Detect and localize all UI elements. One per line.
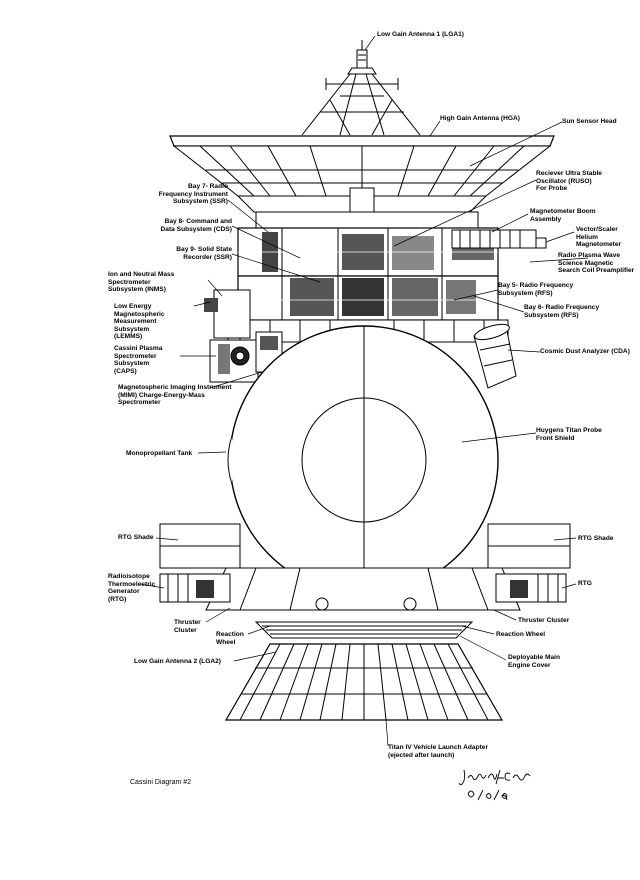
label-inms: Ion and Neutral Mass Spectrometer Subsys… <box>108 271 175 294</box>
label-lga1: Low Gain Antenna 1 (LGA1) <box>377 31 464 38</box>
label-launch-adapter: Titan IV Vehicle Launch Adapter (ejected… <box>388 744 489 759</box>
label-rtg-shade-left: RTG Shade <box>118 534 154 541</box>
label-rtg-shade-right: RTG Shade <box>578 535 614 542</box>
label-sun-sensor: Sun Sensor Head <box>562 118 617 125</box>
label-hga: High Gain Antenna (HGA) <box>440 115 520 122</box>
lower-equipment-module <box>205 567 521 611</box>
left-instrument-pallet <box>204 289 283 383</box>
label-rpws: Radio Plasma Wave Science Magnetic Searc… <box>558 252 635 275</box>
label-bay6: Bay 6- Radio Frequency Subsystem (RFS) <box>524 304 600 319</box>
label-bay7: Bay 7- Radio Frequency Instrument Subsys… <box>158 183 228 206</box>
label-thruster-left: Thruster Cluster <box>174 619 201 634</box>
label-engine-cover: Deployable Main Engine Cover <box>508 654 561 669</box>
huygens-probe <box>227 325 499 595</box>
diagram-caption: Cassini Diagram #2 <box>130 779 192 786</box>
rtg-left <box>159 573 231 603</box>
label-monopropellant-tank: Monopropellant Tank <box>126 450 193 457</box>
magnetometer-boom <box>451 229 547 249</box>
label-cda: Cosmic Dust Analyzer (CDA) <box>540 348 630 355</box>
label-bay5: Bay 5- Radio Frequency Subsystem (RFS) <box>498 282 574 297</box>
label-huygens: Huygens Titan Probe Front Shield <box>536 427 602 442</box>
label-ruso: Reciever Ultra Stable Oscillator (RUSO) … <box>536 170 602 193</box>
label-lga2: Low Gain Antenna 2 (LGA2) <box>134 658 221 665</box>
label-thruster-right: Thruster Cluster <box>518 617 570 624</box>
hga-tripod <box>301 73 421 136</box>
label-rtg-long: Radioisotope Thermoelectric Generator (R… <box>108 573 156 603</box>
engine-cover-disk <box>254 621 474 639</box>
label-bay9: Bay 9- Solid State Recorder (SSR) <box>176 246 232 261</box>
cosmic-dust-analyzer <box>473 323 517 389</box>
label-reaction-wheel-left: Reaction Wheel <box>216 631 244 646</box>
label-vsh-magnetometer: Vector/Scaler Helium Magnetometer <box>576 226 622 249</box>
label-mag-boom: Magnetometer Boom Assembly <box>530 208 596 223</box>
rtg-shades <box>159 523 571 569</box>
rtg-right <box>495 573 567 603</box>
leader-lines <box>139 35 589 747</box>
label-rtg-right: RTG <box>578 580 592 587</box>
high-gain-antenna-dish <box>169 135 555 223</box>
handwritten-signature <box>458 769 531 801</box>
label-reaction-wheel-right: Reaction Wheel <box>496 631 546 638</box>
label-bay8: Bay 8- Command and Data Subsystem (CDS) <box>160 218 232 233</box>
launch-adapter <box>224 643 504 721</box>
label-caps: Cassini Plasma Spectrometer Subsystem (C… <box>114 345 163 375</box>
lga1-antenna <box>347 40 377 75</box>
label-lemms: Low Energy Magnetospheric Measurement Su… <box>114 303 165 341</box>
label-mimi: Magnetospheric Imaging Instrument (MIMI)… <box>118 384 232 407</box>
